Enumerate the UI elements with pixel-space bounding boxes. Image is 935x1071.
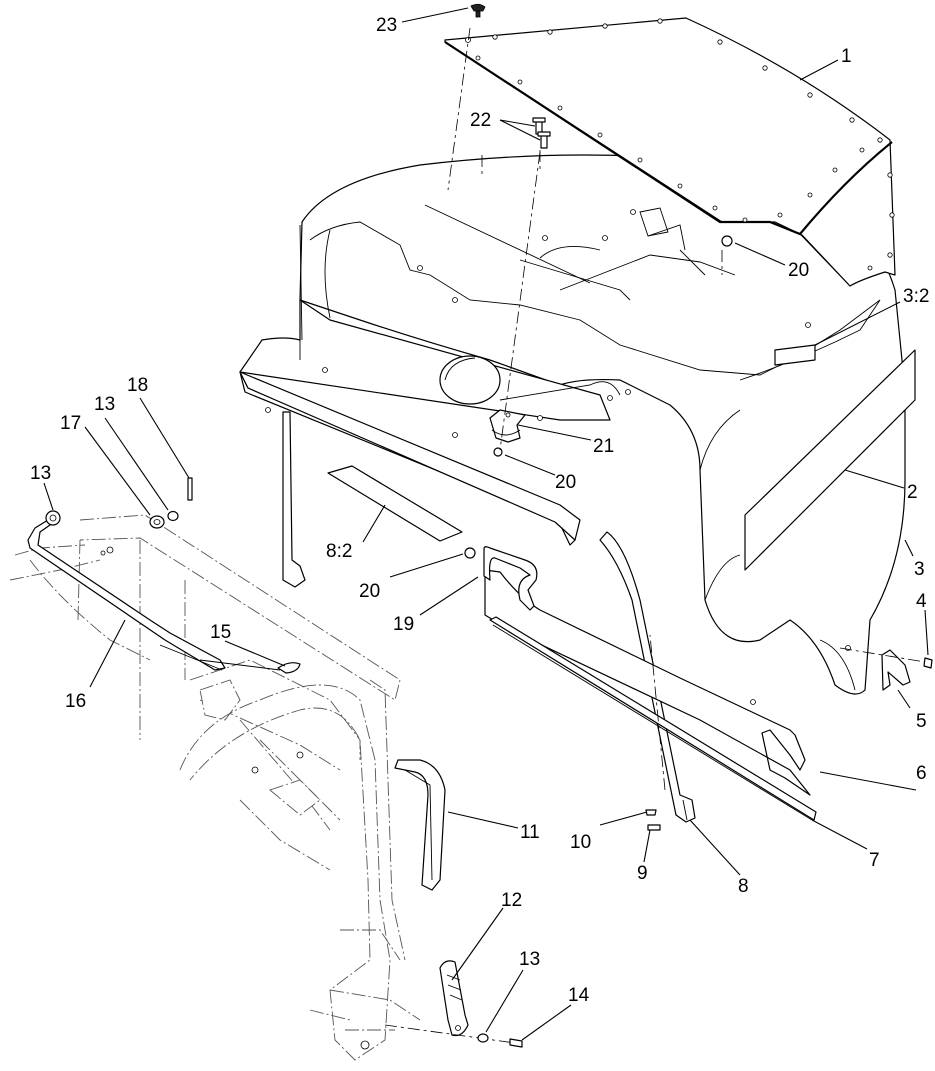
- callout-17: 17: [60, 413, 81, 434]
- callout-16: 16: [65, 691, 86, 712]
- rod-hardware: [149, 477, 193, 529]
- release-handle: [384, 960, 523, 1048]
- callout-3-2: 3:2: [903, 286, 929, 307]
- callout-15: 15: [210, 622, 231, 643]
- callout-23: 23: [376, 15, 397, 36]
- frame-phantom: [9, 514, 421, 1061]
- top-panel: [444, 17, 896, 287]
- support-bars: [282, 411, 696, 823]
- callout-9: 9: [637, 863, 648, 884]
- callout-20-low: 20: [359, 581, 380, 602]
- callout-13-mid: 13: [94, 394, 115, 415]
- callout-19: 19: [393, 614, 414, 635]
- callout-10: 10: [570, 832, 591, 853]
- callout-11: 11: [520, 822, 540, 843]
- callout-14: 14: [568, 985, 590, 1006]
- callout-7: 7: [869, 850, 880, 871]
- bumper-bar: [394, 759, 446, 891]
- lower-skirt: [483, 546, 817, 821]
- callout-1: 1: [841, 46, 852, 67]
- hood-clip: [489, 409, 526, 443]
- callout-13-left: 13: [30, 463, 51, 484]
- callout-20-top: 20: [788, 260, 809, 281]
- callout-8: 8: [738, 876, 749, 897]
- callout-12: 12: [501, 890, 522, 911]
- callout-21: 21: [593, 436, 614, 457]
- callout-labels: 23 1 22 20 3:2 21 20 2 3 4 5 6 7 8 9 10 …: [30, 15, 929, 1006]
- callout-4: 4: [916, 591, 927, 612]
- callout-8-2: 8:2: [326, 541, 352, 562]
- callout-5: 5: [916, 711, 927, 732]
- callout-20-mid: 20: [555, 472, 576, 493]
- decals: [327, 344, 916, 571]
- linkage-rod: [27, 510, 226, 671]
- center-lines: [447, 27, 723, 791]
- callout-3: 3: [914, 559, 925, 580]
- callout-18: 18: [127, 375, 148, 396]
- callout-6: 6: [916, 763, 927, 784]
- leader-lines: [43, 7, 929, 1041]
- callout-22: 22: [470, 110, 491, 131]
- side-latch: [839, 647, 933, 691]
- callout-13-bottom: 13: [519, 949, 540, 970]
- callout-2: 2: [907, 482, 918, 503]
